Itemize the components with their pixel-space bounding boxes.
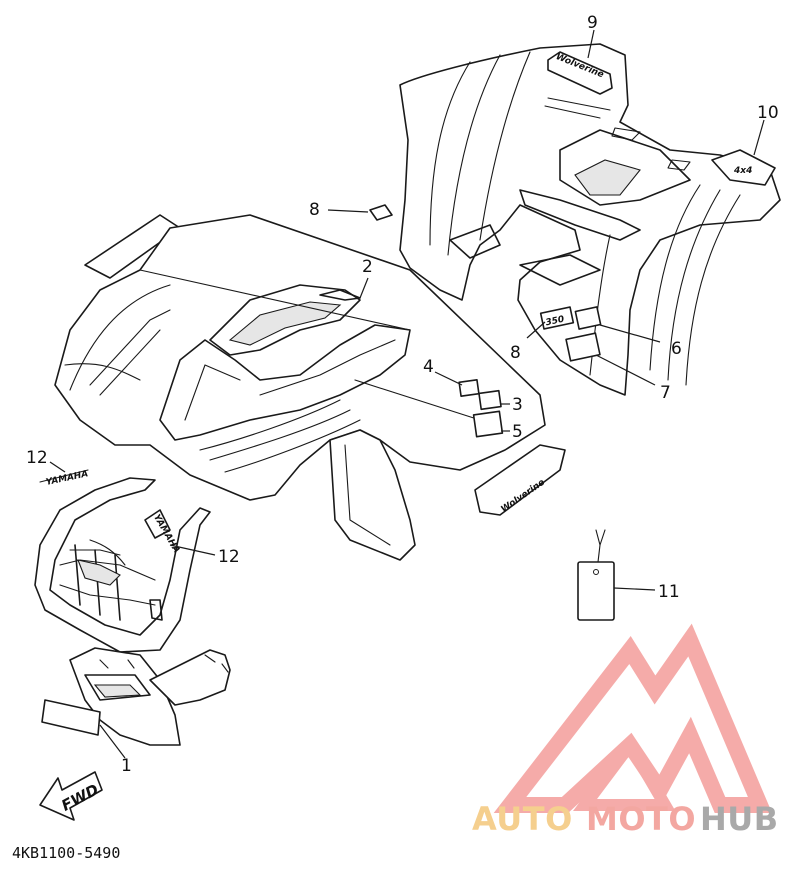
leader-lines <box>49 29 765 759</box>
fwd-arrow: FWD <box>39 771 103 821</box>
callout-5: 5 <box>512 422 523 442</box>
decal-5 <box>472 410 504 438</box>
callout-12-right: 12 <box>218 547 240 567</box>
watermark-auto: AUTO <box>472 800 573 838</box>
callout-9: 10 <box>757 103 779 123</box>
tag-11 <box>577 529 615 621</box>
callout-11: 11 <box>658 582 680 602</box>
front-rack <box>34 477 211 653</box>
svg-text:YAMAHA: YAMAHA <box>151 513 181 555</box>
watermark-hub: HUB <box>700 800 779 838</box>
watermark-text: AUTO MOTO HUB <box>472 800 779 838</box>
callout-8-upper: 8 <box>309 200 320 220</box>
decal-8-upper <box>369 204 393 221</box>
callout-7: 7 <box>660 383 671 403</box>
part-code: 4KB1100-5490 <box>12 844 120 862</box>
front-guard <box>41 647 231 746</box>
svg-text:YAMAHA: YAMAHA <box>45 469 89 488</box>
rack-decal-right: YAMAHA <box>151 513 181 555</box>
decal-3 <box>478 389 502 411</box>
rear-fender: 350 <box>399 43 781 396</box>
callout-6: 6 <box>671 339 682 359</box>
decal-1 <box>41 699 101 736</box>
watermark-logo <box>493 623 773 813</box>
callout-4: 4 <box>423 357 434 377</box>
decal-6 <box>574 306 602 330</box>
svg-text:4x4: 4x4 <box>733 166 752 176</box>
callout-12-left: 12 <box>26 448 48 468</box>
svg-text:350: 350 <box>545 315 565 329</box>
decal-9-badge: 4x4 <box>711 149 776 186</box>
callout-8-lower: 8 <box>510 343 521 363</box>
callout-1: 1 <box>121 756 132 776</box>
decal-350: 350 <box>539 306 575 330</box>
front-fender <box>54 214 546 561</box>
callout-10: 9 <box>587 13 598 33</box>
watermark-moto: MOTO <box>586 800 696 838</box>
decal-4 <box>458 379 480 397</box>
callout-2: 2 <box>362 257 373 277</box>
decal-7 <box>565 332 601 362</box>
callout-3: 3 <box>512 395 523 415</box>
